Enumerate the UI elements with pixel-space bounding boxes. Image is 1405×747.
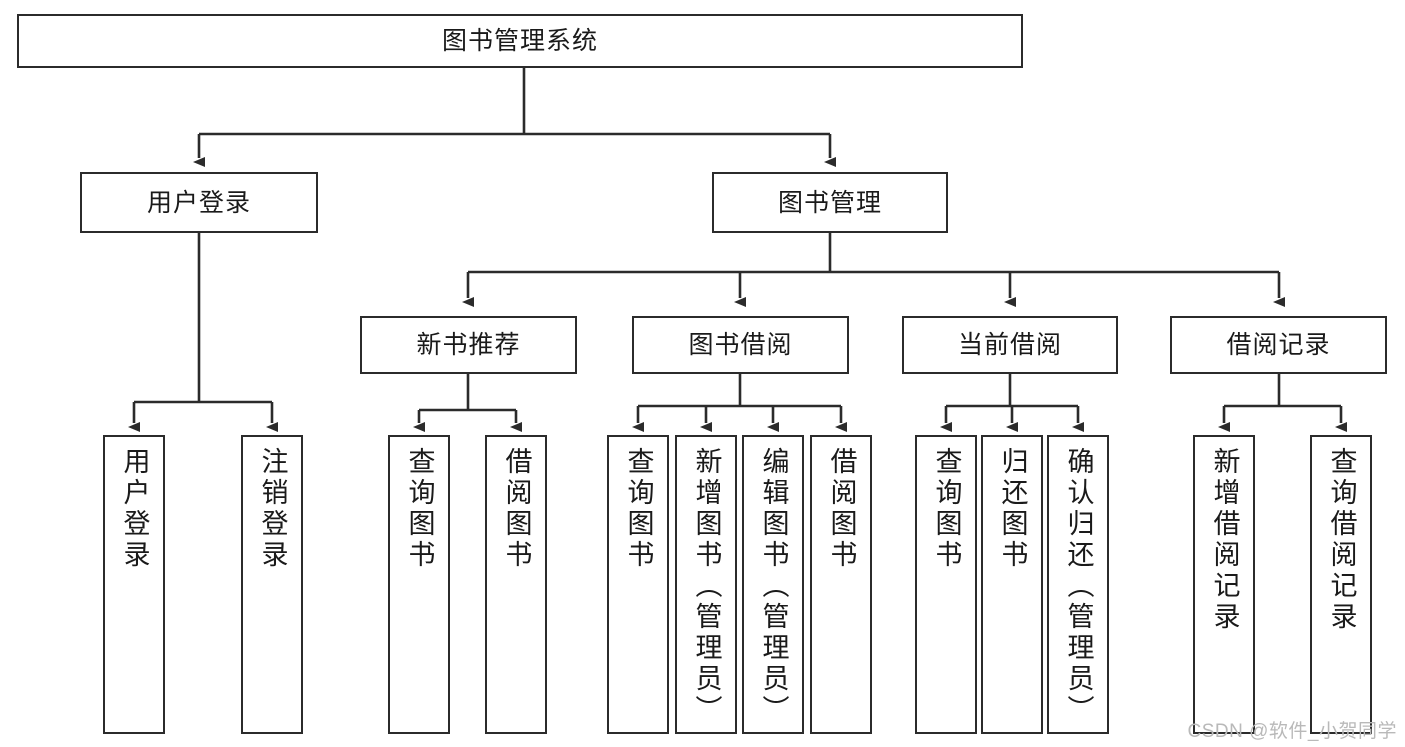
node-label: 新书推荐 bbox=[416, 331, 521, 359]
node-label: 新增借阅记录 bbox=[1209, 447, 1240, 633]
node-current-borrow[interactable]: 当前借阅 bbox=[902, 316, 1118, 374]
node-label: 查询图书 bbox=[404, 447, 435, 571]
node-new-book-recommend[interactable]: 新书推荐 bbox=[360, 316, 577, 374]
node-root-system[interactable]: 图书管理系统 bbox=[17, 14, 1023, 68]
node-label: 借阅图书 bbox=[501, 447, 532, 571]
node-borrow-record[interactable]: 借阅记录 bbox=[1170, 316, 1387, 374]
watermark-text: CSDN @软件_小贺同学 bbox=[1187, 721, 1397, 742]
node-leaf-query-book-3[interactable]: 查询图书 bbox=[915, 435, 977, 734]
node-label: 图书管理系统 bbox=[441, 27, 598, 55]
node-label: 图书借阅 bbox=[688, 331, 793, 359]
node-leaf-add-book[interactable]: 新增图书（管理员） bbox=[675, 435, 737, 734]
node-label: 查询借阅记录 bbox=[1326, 447, 1357, 633]
node-label: 查询图书 bbox=[931, 447, 962, 571]
node-leaf-user-logout[interactable]: 注销登录 bbox=[241, 435, 303, 734]
node-book-borrow[interactable]: 图书借阅 bbox=[632, 316, 849, 374]
node-leaf-confirm-return[interactable]: 确认归还（管理员） bbox=[1047, 435, 1109, 734]
node-label: 编辑图书（管理员） bbox=[758, 447, 789, 726]
node-leaf-query-book-2[interactable]: 查询图书 bbox=[607, 435, 669, 734]
node-label: 当前借阅 bbox=[957, 331, 1062, 359]
node-leaf-return-book[interactable]: 归还图书 bbox=[981, 435, 1043, 734]
node-label: 归还图书 bbox=[997, 447, 1028, 571]
node-label: 借阅记录 bbox=[1226, 331, 1331, 359]
node-leaf-add-record[interactable]: 新增借阅记录 bbox=[1193, 435, 1255, 734]
node-label: 用户登录 bbox=[119, 447, 150, 571]
node-leaf-edit-book[interactable]: 编辑图书（管理员） bbox=[742, 435, 804, 734]
node-leaf-query-book-1[interactable]: 查询图书 bbox=[388, 435, 450, 734]
node-label: 注销登录 bbox=[257, 447, 288, 571]
node-label: 图书管理 bbox=[777, 188, 882, 217]
node-leaf-borrow-book-1[interactable]: 借阅图书 bbox=[485, 435, 547, 734]
node-book-manage[interactable]: 图书管理 bbox=[712, 172, 948, 233]
node-leaf-query-record[interactable]: 查询借阅记录 bbox=[1310, 435, 1372, 734]
node-label: 查询图书 bbox=[623, 447, 654, 571]
node-label: 用户登录 bbox=[146, 188, 251, 217]
node-user-login[interactable]: 用户登录 bbox=[80, 172, 318, 233]
node-label: 确认归还（管理员） bbox=[1063, 447, 1094, 726]
node-label: 借阅图书 bbox=[826, 447, 857, 571]
node-leaf-borrow-book-2[interactable]: 借阅图书 bbox=[810, 435, 872, 734]
node-label: 新增图书（管理员） bbox=[691, 447, 722, 726]
node-leaf-user-login[interactable]: 用户登录 bbox=[103, 435, 165, 734]
